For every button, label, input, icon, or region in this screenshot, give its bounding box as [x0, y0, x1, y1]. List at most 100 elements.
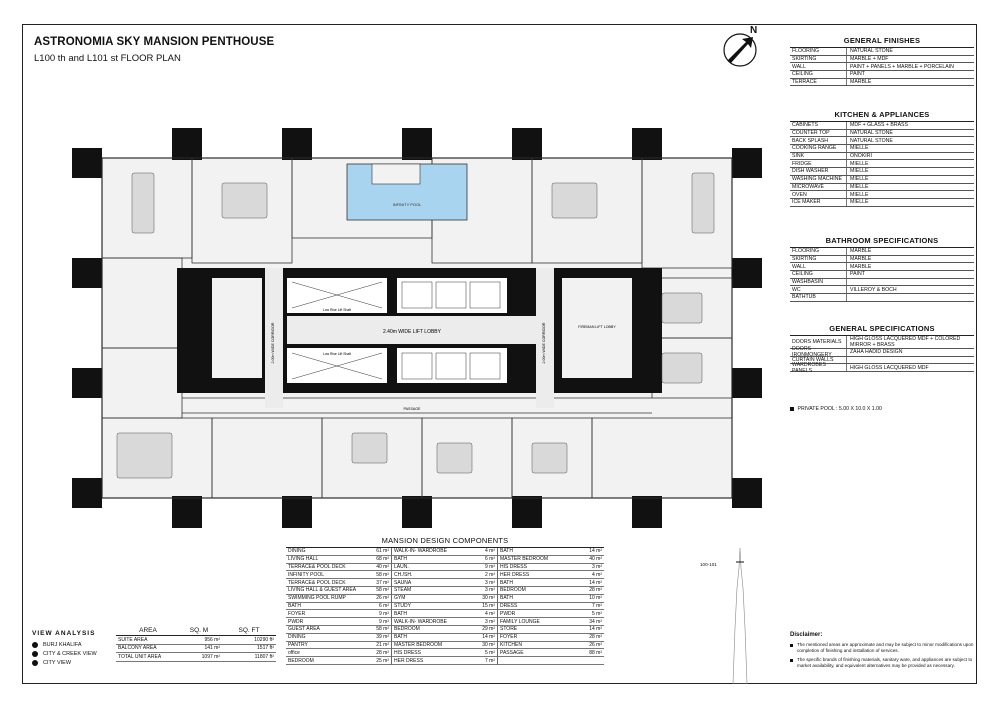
page-subtitle: L100 th and L101 st FLOOR PLAN	[34, 53, 181, 64]
spec-key: DOORS MATERIALS	[792, 339, 842, 345]
spec-value: MIELLE	[846, 183, 974, 191]
spec-key: FLOORING	[792, 48, 820, 55]
area-sqm: 141 m²	[204, 645, 220, 652]
component-name: SAUNA	[394, 579, 412, 586]
component-row	[498, 657, 604, 665]
component-name: INFINITY POOL	[288, 571, 325, 578]
component-area: 3 m²	[485, 587, 495, 594]
component-area: 30 m²	[482, 641, 495, 648]
spec-key: WC	[792, 286, 801, 293]
component-name: MASTER BEDROOM	[500, 556, 549, 563]
component-name: DRESS	[500, 602, 518, 609]
component-name: HIS DRESS	[394, 649, 421, 656]
spec-value: MARBLE + MDF	[846, 55, 974, 63]
area-header: AREA	[139, 627, 157, 634]
floor-plan: INFINITY POOL 2.40m WIDE LIFT LOBBY 2.00…	[72, 128, 762, 528]
component-name: BATH	[500, 548, 513, 555]
component-name: office	[288, 649, 300, 656]
component-area: 14 m²	[589, 626, 602, 633]
component-area: 26 m²	[589, 641, 602, 648]
component-area: 28 m²	[589, 634, 602, 641]
component-name: BATH	[288, 602, 301, 609]
shaft-bottom-label: Low Rise Lift Shaft	[323, 352, 351, 356]
general-specs-title: GENERAL SPECIFICATIONS	[790, 324, 974, 336]
component-area: 14 m²	[589, 548, 602, 555]
passage-label: PASSAGE	[404, 407, 422, 411]
component-name: MASTER BEDROOM	[394, 641, 443, 648]
sqft-header: SQ. FT	[238, 627, 260, 634]
component-name: WALK-IN- WARDROBE	[394, 618, 447, 625]
spec-key: MICROWAVE	[792, 183, 824, 190]
spec-value: MIELLE	[846, 191, 974, 198]
spec-row: WASHBASIN	[790, 278, 974, 287]
spec-key: WASHING MACHINE	[792, 176, 842, 183]
bullet-icon	[32, 641, 38, 648]
component-name: GYM	[394, 595, 406, 602]
component-area: 26 m²	[376, 595, 389, 602]
component-area: 61 m²	[376, 548, 389, 555]
component-area: 28 m²	[376, 649, 389, 656]
component-name: GUEST AREA	[288, 626, 320, 633]
bullet-icon	[32, 659, 38, 666]
lobby-label: 2.40m WIDE LIFT LOBBY	[383, 329, 442, 335]
spec-row: FLOORING NATURAL STONE	[790, 48, 974, 56]
spec-row: BATHTUB	[790, 294, 974, 302]
furniture	[116, 172, 715, 479]
component-name: PASSAGE	[500, 649, 524, 656]
component-area: 4 m²	[485, 548, 495, 555]
spec-value: MIELLE	[846, 145, 974, 152]
page-title: ASTRONOMIA SKY MANSION PENTHOUSE	[34, 36, 275, 48]
general-specs-table: GENERAL SPECIFICATIONS DOORS MATERIALS HI…	[790, 324, 974, 374]
spec-key: FRIDGE	[792, 160, 812, 167]
component-name: PWDR	[288, 618, 304, 625]
drawing-frame	[22, 24, 977, 684]
component-name: BEDROOM	[500, 587, 526, 594]
component-row: MASTER BEDROOM 30 m²	[392, 642, 497, 650]
spec-value: MIELLE	[846, 160, 974, 168]
area-area: SUITE AREA	[118, 636, 148, 643]
spec-value: HIGH GLOSS LACQUERED MDF	[846, 364, 974, 372]
spec-key: WALL	[792, 263, 806, 270]
component-name: BEDROOM	[288, 657, 314, 664]
spec-value: MIELLE	[846, 198, 974, 206]
component-name: LAUN.	[394, 563, 409, 570]
areas-header: AREA SQ. M SQ. FT	[116, 626, 276, 636]
bullet-icon	[790, 658, 793, 662]
spec-key: SKIRTING	[792, 56, 817, 63]
component-name: BATH	[500, 595, 513, 602]
spec-value: NATURAL STONE	[846, 48, 974, 55]
component-name: TERRACE& POOL DECK	[288, 579, 346, 586]
spec-value: PAINT	[846, 71, 974, 78]
corridor-right-label: 2.00m WIDE CORRIDOR	[542, 322, 546, 363]
component-name: SWIMMING POOL RUMP	[288, 595, 346, 602]
component-area: 10 m²	[589, 595, 602, 602]
pool-label: INFINITY POOL	[393, 202, 423, 207]
component-area: 68 m²	[376, 556, 389, 563]
component-row: CH./SH.2 m²	[392, 571, 497, 580]
